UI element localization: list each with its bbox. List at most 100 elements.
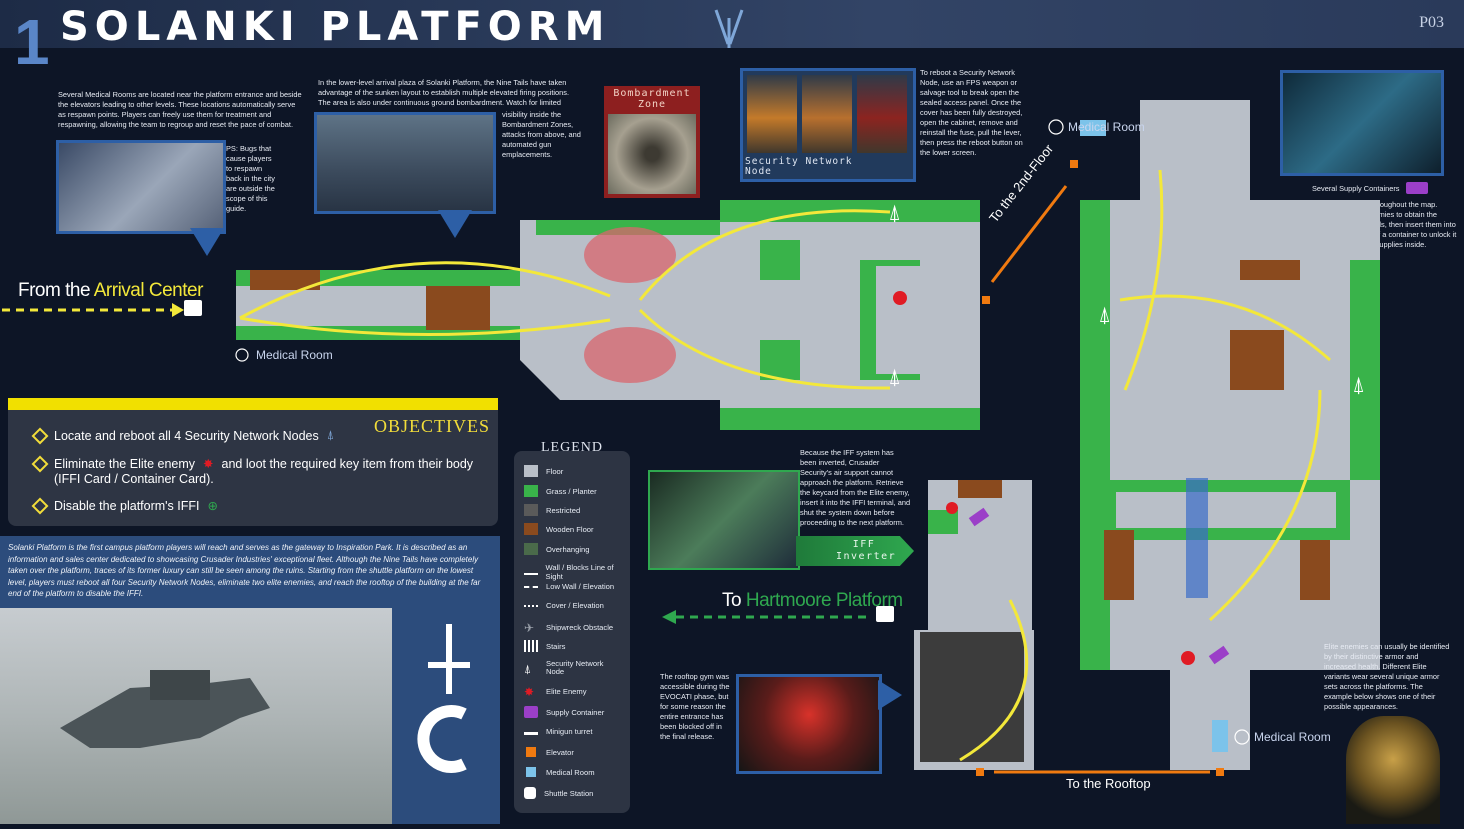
- legend-item: Floor: [524, 465, 563, 477]
- callout-pointer: [190, 228, 224, 256]
- legend-label: Shuttle Station: [544, 788, 594, 798]
- iffi-icon: ⊕: [207, 499, 218, 513]
- route-path: [638, 209, 891, 301]
- hartmoore-arrow: [662, 610, 676, 624]
- elite-icon: ✸: [203, 457, 214, 471]
- second-floor-route: [990, 185, 1068, 283]
- route-path: [1123, 169, 1164, 391]
- floor-swatch: [524, 465, 538, 477]
- elevator-icon: [1070, 160, 1078, 168]
- legend-label: Shipwreck Obstacle: [546, 622, 614, 632]
- legend-label: Floor: [546, 466, 564, 476]
- elite-note: Elite enemies can usually be identified …: [1324, 642, 1450, 711]
- legend-label: Wooden Floor: [546, 524, 594, 534]
- container-icon: [968, 507, 990, 527]
- objective-text: Eliminate the Elite enemy: [54, 456, 196, 471]
- shuttle-icon: [524, 787, 536, 799]
- plaza-note: In the lower-level arrival plaza of Sola…: [318, 78, 570, 107]
- legend-label: Restricted: [546, 505, 581, 515]
- cover-line: [524, 604, 538, 607]
- legend-label: Cover / Elevation: [546, 601, 604, 610]
- objectives-panel: OBJECTIVES Locate and reboot all 4 Secur…: [8, 398, 498, 526]
- legend-label: Wall / Blocks Line of Sight: [545, 563, 614, 581]
- map-floor-lower: [928, 480, 1032, 630]
- objectives-title: OBJECTIVES: [373, 416, 490, 436]
- map-wood-area: [958, 480, 1002, 498]
- legend-panel: LEGEND Floor Grass / Planter Restricted …: [514, 440, 630, 813]
- legend-label: Overhanging: [546, 544, 590, 554]
- map-wood-area: [1300, 540, 1330, 600]
- story-panel: Solanki Platform is the first campus pla…: [0, 536, 500, 824]
- node-photo-2: [802, 75, 852, 153]
- medical-icon: [1234, 729, 1250, 745]
- legend-item: ✸Elite Enemy: [524, 685, 587, 699]
- objective-text: Locate and reboot all 4 Security Network…: [54, 428, 319, 443]
- legend-item: Stairs: [524, 640, 565, 652]
- wall-line: [524, 573, 538, 575]
- medical-room-label: Medical Room: [1254, 730, 1331, 744]
- platform-silhouette: [60, 670, 270, 748]
- node-photo-1: [747, 75, 797, 153]
- map-grass: [760, 240, 800, 280]
- map-ramp: [1186, 478, 1208, 598]
- map-wood-area: [250, 270, 320, 290]
- route-path: [1208, 389, 1322, 622]
- medical-room-label: Medical Room: [1068, 120, 1145, 134]
- map-wood-area: [1104, 530, 1134, 600]
- plaza-note-continued: visibility inside the Bombardment Zones,…: [502, 110, 581, 159]
- to-rooftop-label: To the Rooftop: [1066, 776, 1151, 791]
- objective-2-cont: (IFFI Card / Container Card).: [54, 472, 214, 486]
- bombardment-label: Bombardment Zone: [613, 88, 691, 110]
- legend-item: Overhanging: [524, 543, 589, 555]
- rooftop-gym-note: The rooftop gym was accessible during th…: [660, 672, 730, 741]
- objective-text: and loot the required key item from thei…: [221, 456, 474, 471]
- route-path: [1119, 294, 1331, 362]
- map-restricted: [920, 632, 1024, 762]
- elevator-icon: [976, 768, 984, 776]
- bombardment-photo-frame: Bombardment Zone: [604, 86, 700, 198]
- to-text: To: [722, 590, 746, 611]
- lowwall-line: [524, 585, 538, 588]
- objective-1: Locate and reboot all 4 Security Network…: [31, 427, 335, 444]
- diamond-bullet-icon: [31, 427, 49, 444]
- iff-inverter-label: IFF Inverter: [836, 539, 897, 562]
- map-wood-area: [1230, 330, 1284, 390]
- page-title: SOLANKI PLATFORM: [60, 4, 611, 50]
- security-node-photos: Security Network Node: [740, 68, 916, 182]
- objective-3: Disable the platform's IFFI⊕: [31, 497, 218, 514]
- map-wood-area: [426, 286, 490, 330]
- legend-title: LEGEND: [541, 440, 603, 455]
- route-path: [959, 599, 1029, 762]
- medical-rooms-note: Several Medical Rooms are located near t…: [58, 90, 302, 129]
- reboot-note: To reboot a Security Network Node, use a…: [920, 68, 1023, 157]
- legend-item: Supply Container: [524, 706, 604, 718]
- crusader-logo: [417, 624, 470, 773]
- restricted-swatch: [524, 504, 538, 516]
- node-icon: ⍋: [326, 428, 335, 442]
- legend-item: Minigun turret: [524, 727, 592, 736]
- stairs-icon: [524, 640, 538, 652]
- elite-icon: [946, 502, 958, 514]
- elevator-icon: [1216, 768, 1224, 776]
- supply-container-icon: [1406, 182, 1428, 194]
- legend-item: ✈Shipwreck Obstacle: [524, 621, 614, 635]
- supply-container-photo: [1280, 70, 1444, 176]
- node-icon: ⍋: [524, 662, 532, 676]
- legend-label: Supply Container: [546, 707, 605, 717]
- grass-swatch: [524, 485, 538, 497]
- diamond-bullet-icon: [31, 497, 49, 514]
- from-text: From the: [18, 280, 94, 301]
- route-path: [239, 261, 611, 320]
- hartmoore-text: Hartmoore Platform: [745, 590, 903, 611]
- container-icon: [1208, 645, 1230, 665]
- legend-item: Wall / Blocks Line of Sight: [524, 563, 630, 581]
- iff-inverter-banner: IFF Inverter: [796, 536, 914, 566]
- ps-bugs-note: PS: Bugs that cause players to respawn b…: [226, 144, 275, 213]
- route-path: [239, 316, 611, 336]
- node-icon: ⍋: [888, 200, 901, 225]
- legend-item: Elevator: [524, 747, 574, 757]
- medical-room-block: [1080, 120, 1106, 136]
- arrival-arrow: [172, 303, 184, 317]
- map-grass: [720, 408, 980, 430]
- overhang-swatch: [524, 543, 538, 555]
